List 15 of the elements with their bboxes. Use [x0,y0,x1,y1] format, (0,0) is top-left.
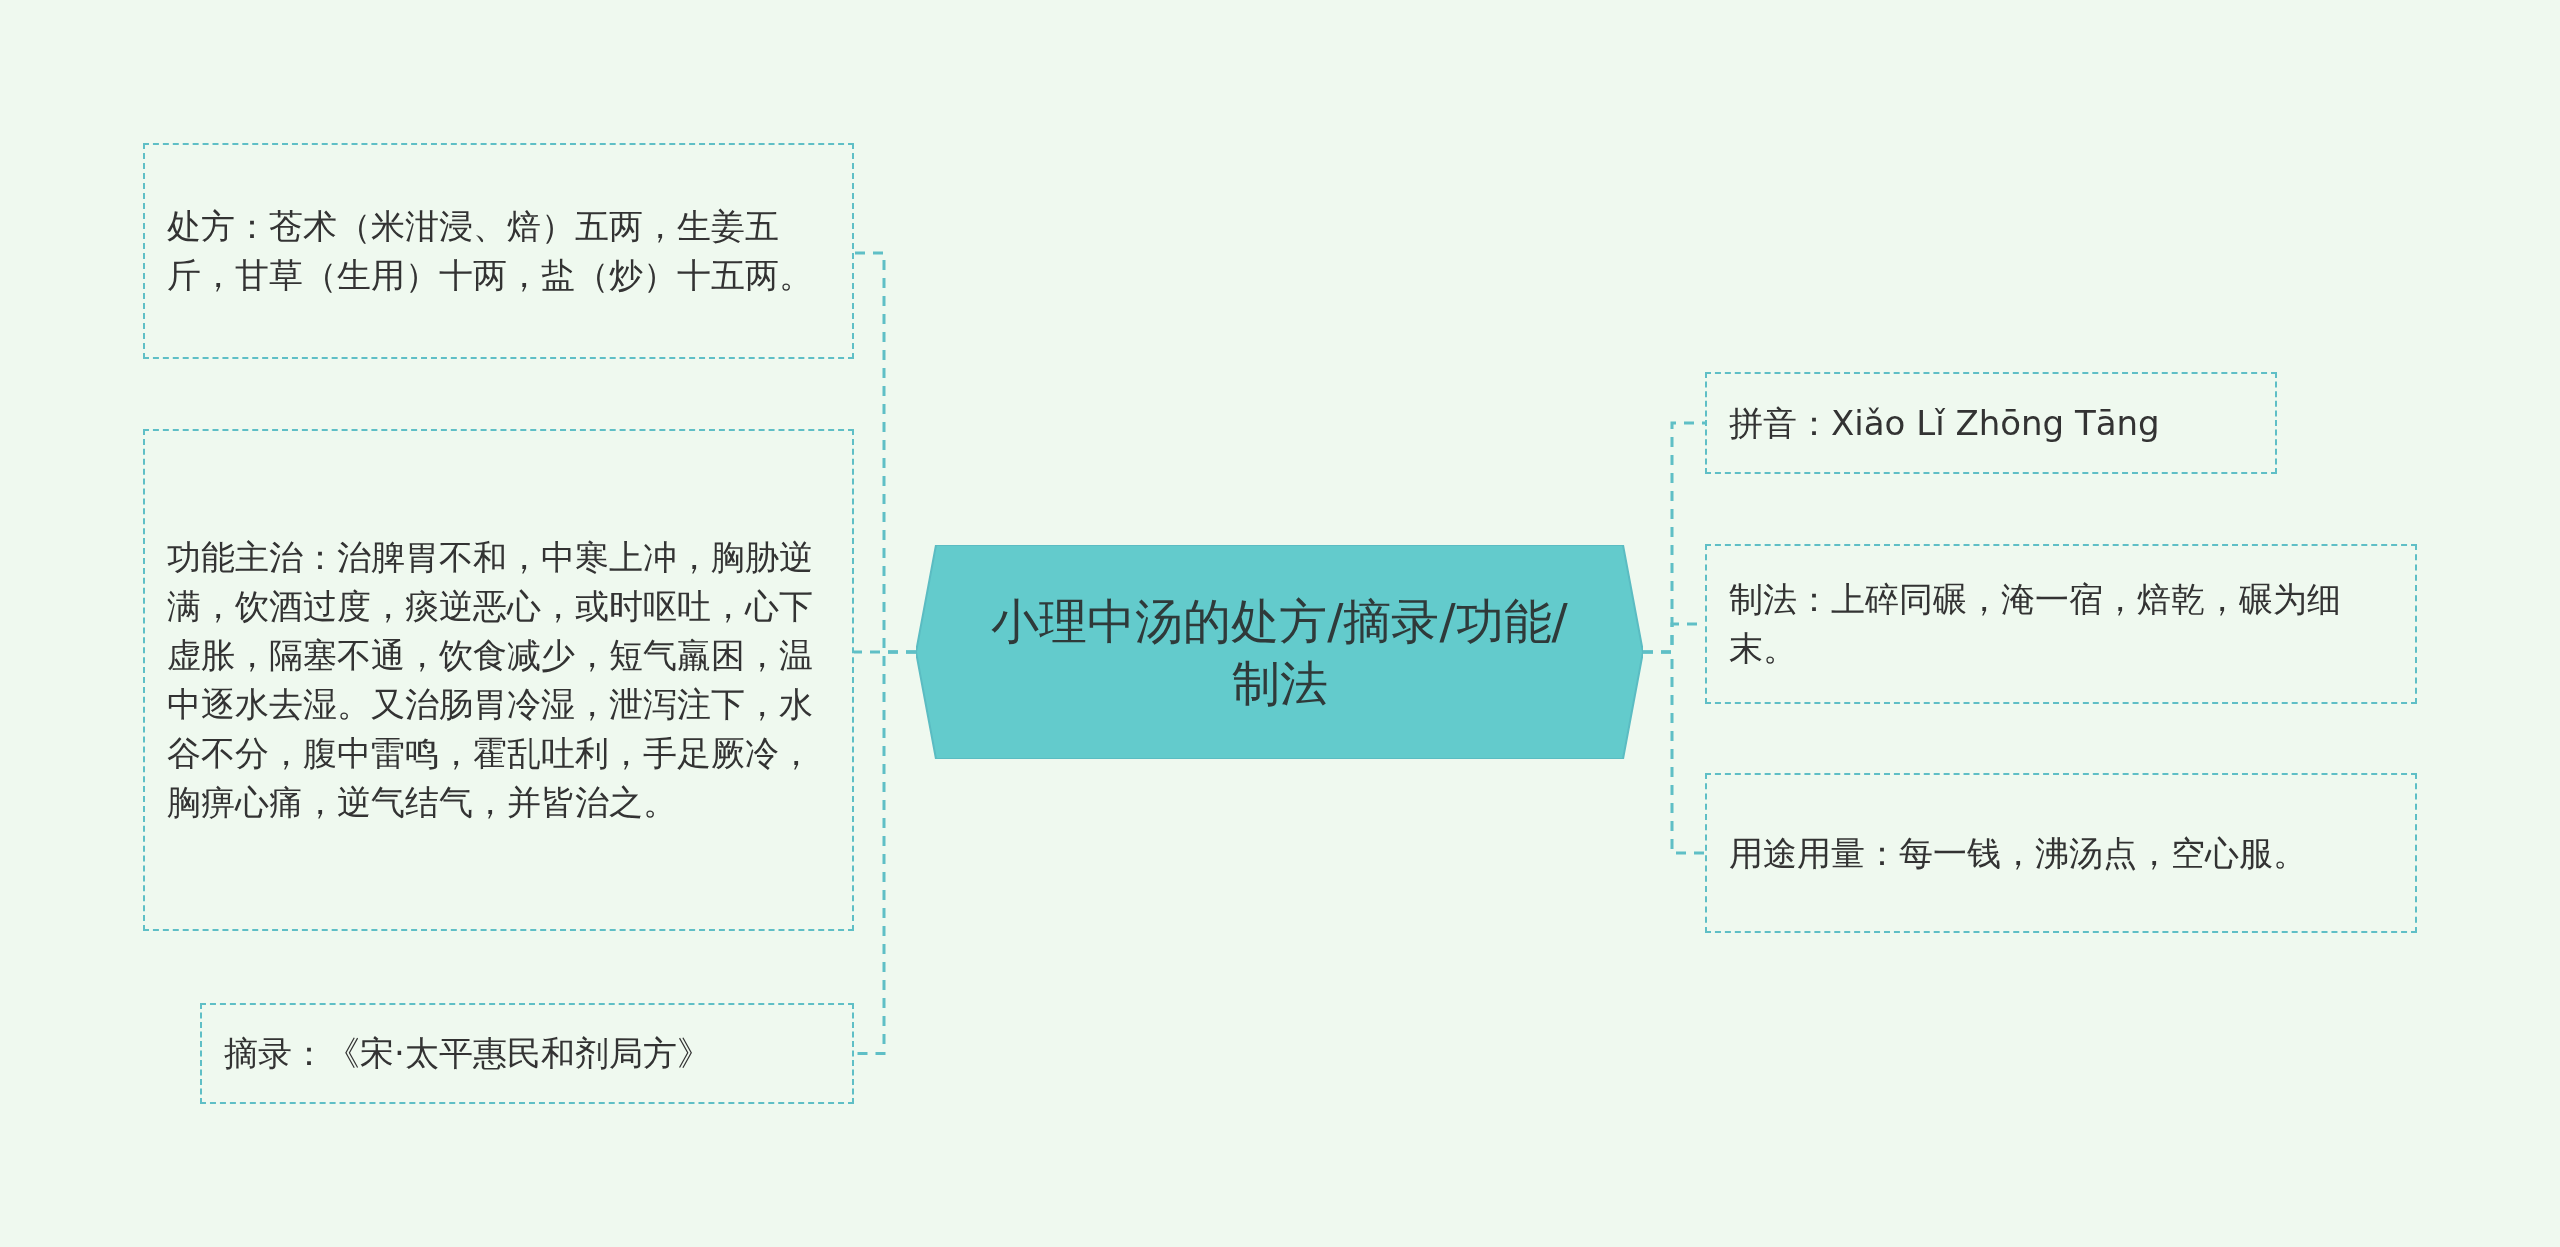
topic-text: 处方：苍术（米泔浸、焙）五两，生姜五斤，甘草（生用）十两，盐（炒）十五两。 [167,205,814,297]
topic-box [1705,544,2417,704]
topic-title: 小理中汤的处方/摘录/功能/制法 [990,592,1569,713]
topic-text: 摘录：《宋·太平惠民和剂局方》 [224,1032,711,1075]
topic-box [143,143,854,359]
topic-box [200,1003,854,1104]
topic-text: 用途用量：每一钱，沸汤点，空心服。 [1729,831,2307,875]
topic-text: 功能主治：治脾胃不和，中寒上冲，胸胁逆满，饮酒过度，痰逆恶心，或时呕吐，心下虚胀，隔塞不通，饮食减少，短气羸困，温中逐水去湿。又治肠胃冷湿，泄泻注下，水谷不分，腹中雷鸣，霍乱吐利，手足厥冷，胸痹心痛，逆气结气，并皆治之。 [167,536,814,824]
topic-box [143,429,854,931]
topic-hexagon [916,545,1643,759]
connector-line [1643,650,1705,855]
topic-box [1705,773,2417,933]
topic-text: 拼音：Xiǎo Lǐ Zhōng Tāng [1729,401,2160,445]
topic-box [1705,372,2277,474]
topic-text: 制法：上碎同碾，淹一宿，焙乾，碾为细末。 [1729,578,2342,670]
